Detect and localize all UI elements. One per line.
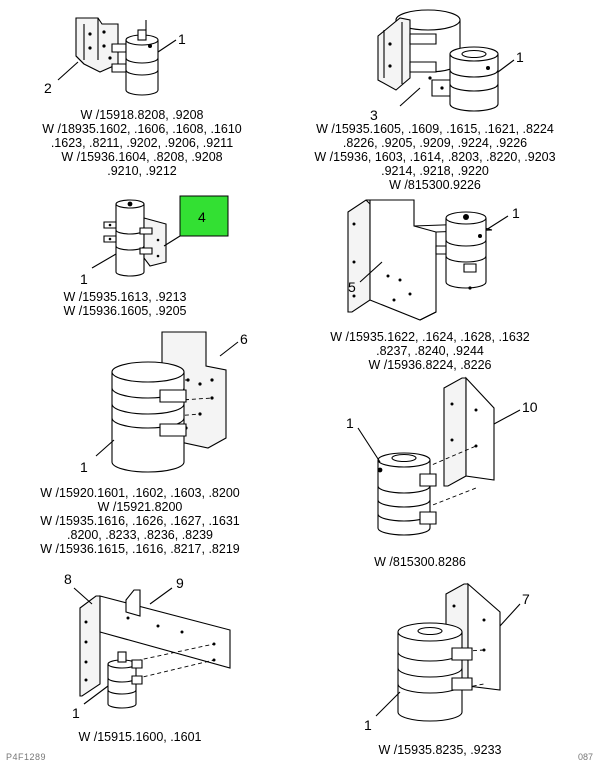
panel-5-callout-6: 6 bbox=[240, 331, 248, 347]
caption-line: W /15935.1616, .1626, .1627, .1631 bbox=[40, 514, 240, 528]
panel-8-caption: W /15935.8235, .9233 bbox=[350, 743, 530, 757]
panel-4-callout-5: 5 bbox=[348, 279, 356, 295]
panel-3-caption: W /15935.1613, .9213 W /15936.1605, .920… bbox=[30, 290, 220, 318]
panel-6-callout-10: 10 bbox=[522, 399, 538, 415]
caption-line: .1623, .8211, .9202, .9206, .9211 bbox=[50, 136, 234, 150]
panel-5-caption: W /15920.1601, .1602, .1603, .8200 W /15… bbox=[20, 486, 260, 556]
caption-line: W /15935.1622, .1624, .1628, .1632 bbox=[330, 330, 530, 344]
panel-7-callout-1: 1 bbox=[72, 705, 80, 721]
panel-8-callout-7: 7 bbox=[522, 591, 530, 607]
caption-line: W /15936.1605, .9205 bbox=[63, 304, 187, 318]
panel-1-callout-1: 1 bbox=[178, 31, 186, 47]
panel-2-drawing bbox=[377, 9, 499, 112]
panel-7-callout-9: 9 bbox=[176, 575, 184, 591]
caption-line: W /815300.8286 bbox=[374, 555, 466, 569]
caption-line: W /15921.8200 bbox=[97, 500, 183, 514]
footer-reference-right: 087 bbox=[578, 752, 594, 762]
caption-line: W /15935.1605, .1609, .1615, .1621, .822… bbox=[316, 122, 554, 136]
panel-3-callout-4: 4 bbox=[198, 209, 206, 225]
caption-line: .8200, .8233, .8236, .8239 bbox=[67, 528, 213, 542]
panel-4-drawing bbox=[347, 199, 493, 321]
panel-7-callout-8: 8 bbox=[64, 571, 72, 587]
caption-line: W /15915.1600, .1601 bbox=[78, 730, 202, 744]
caption-line: .9214, .9218, .9220 bbox=[381, 164, 489, 178]
panel-2-callout-1: 1 bbox=[516, 49, 524, 65]
caption-line: W /15935.1613, .9213 bbox=[63, 290, 187, 304]
caption-line: W /815300.9226 bbox=[389, 178, 481, 192]
panel-1-caption: W /15918.8208, .9208 W /18935.1602, .160… bbox=[22, 108, 262, 178]
panel-2-callout-3: 3 bbox=[370, 107, 378, 123]
panel-7-drawing bbox=[79, 589, 231, 709]
footer-reference-left: P4F1289 bbox=[6, 752, 47, 762]
panel-3-callout-1: 1 bbox=[80, 271, 88, 287]
panel-4-callout-1: 1 bbox=[512, 205, 520, 221]
caption-line: W /15936.1615, .1616, .8217, .8219 bbox=[40, 542, 240, 556]
caption-line: W /15936.8224, .8226 bbox=[368, 358, 492, 372]
caption-line: W /15920.1601, .1602, .1603, .8200 bbox=[40, 486, 240, 500]
panel-4-caption: W /15935.1622, .1624, .1628, .1632 .8237… bbox=[300, 330, 560, 372]
panel-3-highlight-box bbox=[179, 195, 229, 237]
caption-line: .8237, .8240, .9244 bbox=[376, 344, 484, 358]
panel-6-caption: W /815300.8286 bbox=[340, 555, 500, 569]
panel-6-drawing bbox=[377, 376, 495, 536]
caption-line: W /18935.1602, .1606, .1608, .1610 bbox=[42, 122, 242, 136]
panel-1-drawing bbox=[75, 17, 159, 96]
panel-8-callout-1: 1 bbox=[364, 717, 372, 733]
caption-line: W /15936, 1603, .1614, .8203, .8220, .92… bbox=[314, 150, 556, 164]
panel-2-caption: 3 W /15935.1605, .1609, .1615, .1621, .8… bbox=[290, 108, 580, 192]
caption-line: W /15918.8208, .9208 bbox=[80, 108, 204, 122]
panel-1-callout-2: 2 bbox=[44, 80, 52, 96]
caption-line: .9210, .9212 bbox=[107, 164, 177, 178]
caption-line: W /15936.1604, .8208, .9208 bbox=[61, 150, 223, 164]
panel-3-drawing bbox=[103, 199, 167, 277]
panel-5-callout-1: 1 bbox=[80, 459, 88, 475]
caption-line: W /15935.8235, .9233 bbox=[378, 743, 502, 757]
caption-line: .8226, .9205, .9209, .9224, .9226 bbox=[342, 136, 528, 150]
panel-8-drawing bbox=[397, 582, 501, 722]
panel-5-drawing bbox=[111, 331, 227, 473]
panel-7-caption: W /15915.1600, .1601 bbox=[50, 730, 230, 744]
panel-6-callout-1: 1 bbox=[346, 415, 354, 431]
